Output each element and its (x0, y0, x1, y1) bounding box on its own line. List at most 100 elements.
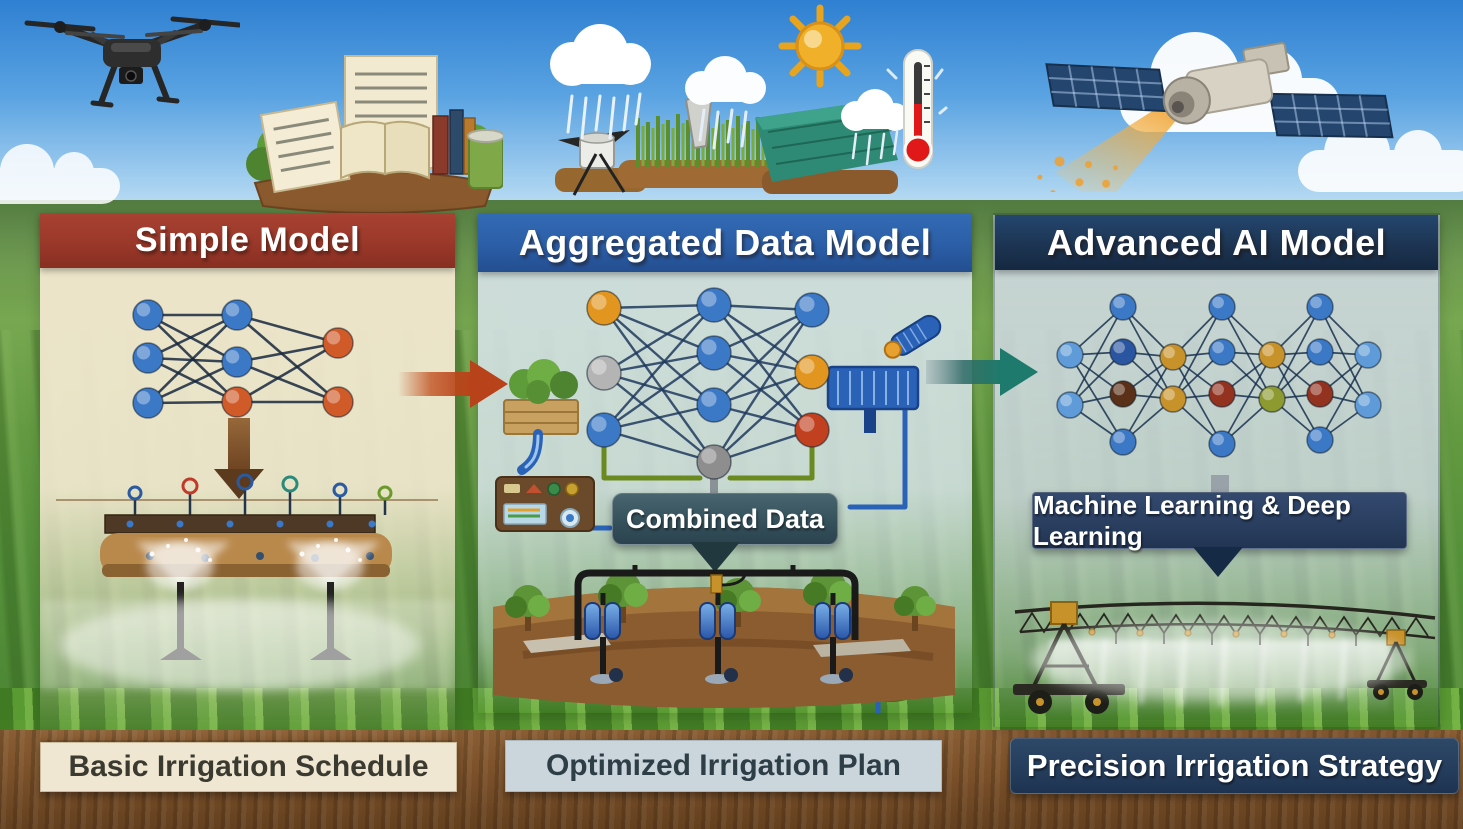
orchard-trees (505, 569, 936, 631)
network-node (794, 354, 830, 390)
network-edge (713, 308, 813, 355)
combined-data-label: Combined Data (625, 503, 825, 534)
network-edge (603, 351, 715, 375)
drip-emitter-icon (814, 593, 853, 684)
network-edge (603, 303, 715, 310)
network-edge (1172, 306, 1223, 400)
network-edge (603, 304, 715, 431)
optimized-irrigation-plan-text: Optimized Irrigation Plan (545, 749, 902, 782)
network-edge (1069, 306, 1124, 406)
pivot-tower (1013, 601, 1125, 714)
network-node (1109, 338, 1137, 366)
network-node (696, 335, 732, 371)
network-edge (603, 352, 715, 431)
network-node (1354, 391, 1382, 419)
network-node (696, 287, 732, 323)
network-node (132, 342, 164, 374)
network-node (1306, 426, 1334, 454)
panel-advanced-header: Advanced AI Model (995, 215, 1438, 270)
valve-icons (127, 473, 393, 515)
network-node (1159, 343, 1187, 371)
combined-data-arrow-icon (690, 542, 740, 572)
network-node (1208, 338, 1236, 366)
cloud-icon (0, 144, 120, 204)
network-node (1109, 293, 1137, 321)
network-node (1208, 293, 1236, 321)
network-edge (713, 304, 813, 373)
network-node (1258, 341, 1286, 369)
network-edge (236, 314, 339, 403)
aggregated-network-diagram (586, 287, 830, 480)
sun-icon (778, 4, 862, 88)
mist (1030, 620, 1410, 700)
network-node (696, 444, 732, 480)
drip-emitter-icon (699, 593, 738, 684)
panel-simple-header: Simple Model (40, 213, 455, 268)
network-edge (603, 371, 715, 407)
network-node (1208, 430, 1236, 458)
sprinkler-irrigation-scene (40, 473, 455, 690)
machine-learning-label: Machine Learning & Deep Learning (1033, 489, 1351, 551)
machine-learning-bar: Machine Learning & Deep Learning (1032, 489, 1407, 551)
network-edge (147, 313, 238, 364)
network-edge (1122, 356, 1174, 443)
network-edge (712, 309, 814, 463)
simple-network-diagram (132, 299, 354, 419)
network-edge (713, 304, 813, 431)
network-edge (1319, 306, 1369, 406)
basic-irrigation-schedule-label: Basic Irrigation Schedule (40, 742, 457, 792)
network-node (1056, 391, 1084, 419)
mist (60, 600, 420, 690)
network-edge (147, 360, 238, 405)
optimized-irrigation-plan-label: Optimized Irrigation Plan (505, 740, 942, 792)
camera-sensor-icon (883, 314, 942, 359)
panel-advanced-title: Advanced AI Model (1046, 221, 1387, 263)
network-node (586, 355, 622, 391)
network-node (794, 292, 830, 328)
down-arrow-icon (228, 418, 250, 470)
network-node (696, 387, 732, 423)
panel-simple-title: Simple Model (134, 221, 361, 259)
solar-panel-sensor-icon (826, 365, 920, 433)
panel-advanced-ai-model: Advanced AI Model Machine Learning & Dee… (993, 213, 1440, 727)
network-node (132, 299, 164, 331)
network-edge (147, 356, 238, 404)
network-node (221, 346, 253, 378)
network-node (1306, 293, 1334, 321)
network-node (1354, 341, 1382, 369)
network-edge (236, 360, 339, 404)
network-node (1258, 385, 1286, 413)
rain-cloud-icon (685, 56, 766, 150)
network-edge (236, 341, 339, 364)
network-edge (1069, 354, 1124, 443)
network-node (1306, 380, 1334, 408)
panel-aggregated-data-model: Aggregated Data Model (478, 213, 972, 713)
network-edge (603, 307, 715, 406)
network-edge (147, 314, 238, 404)
advanced-network-diagram (1056, 293, 1382, 458)
network-node (1159, 385, 1187, 413)
network-edge (147, 313, 238, 360)
network-edge (1271, 354, 1321, 441)
network-edge (1319, 354, 1369, 441)
network-edge (713, 352, 813, 431)
network-node (1056, 341, 1084, 369)
precision-irrigation-strategy-text: Precision Irrigation Strategy (1026, 748, 1443, 783)
documents-island-icon (246, 55, 503, 213)
flow-arrow-orange-icon (398, 360, 508, 408)
network-edge (236, 341, 339, 404)
panel-aggregated-title: Aggregated Data Model (518, 221, 932, 263)
panel-aggregated-header: Aggregated Data Model (478, 213, 972, 272)
panel-simple-model: Simple Model (40, 213, 455, 740)
network-edge (1122, 306, 1174, 400)
network-node (794, 412, 830, 448)
thermometer-icon (882, 49, 948, 169)
network-node (132, 387, 164, 419)
network-edge (603, 403, 715, 432)
network-edge (603, 306, 715, 355)
basic-irrigation-schedule-text: Basic Irrigation Schedule (68, 750, 429, 783)
divider (56, 499, 438, 501)
network-node (586, 290, 622, 326)
combined-data-box: Combined Data (612, 493, 838, 545)
